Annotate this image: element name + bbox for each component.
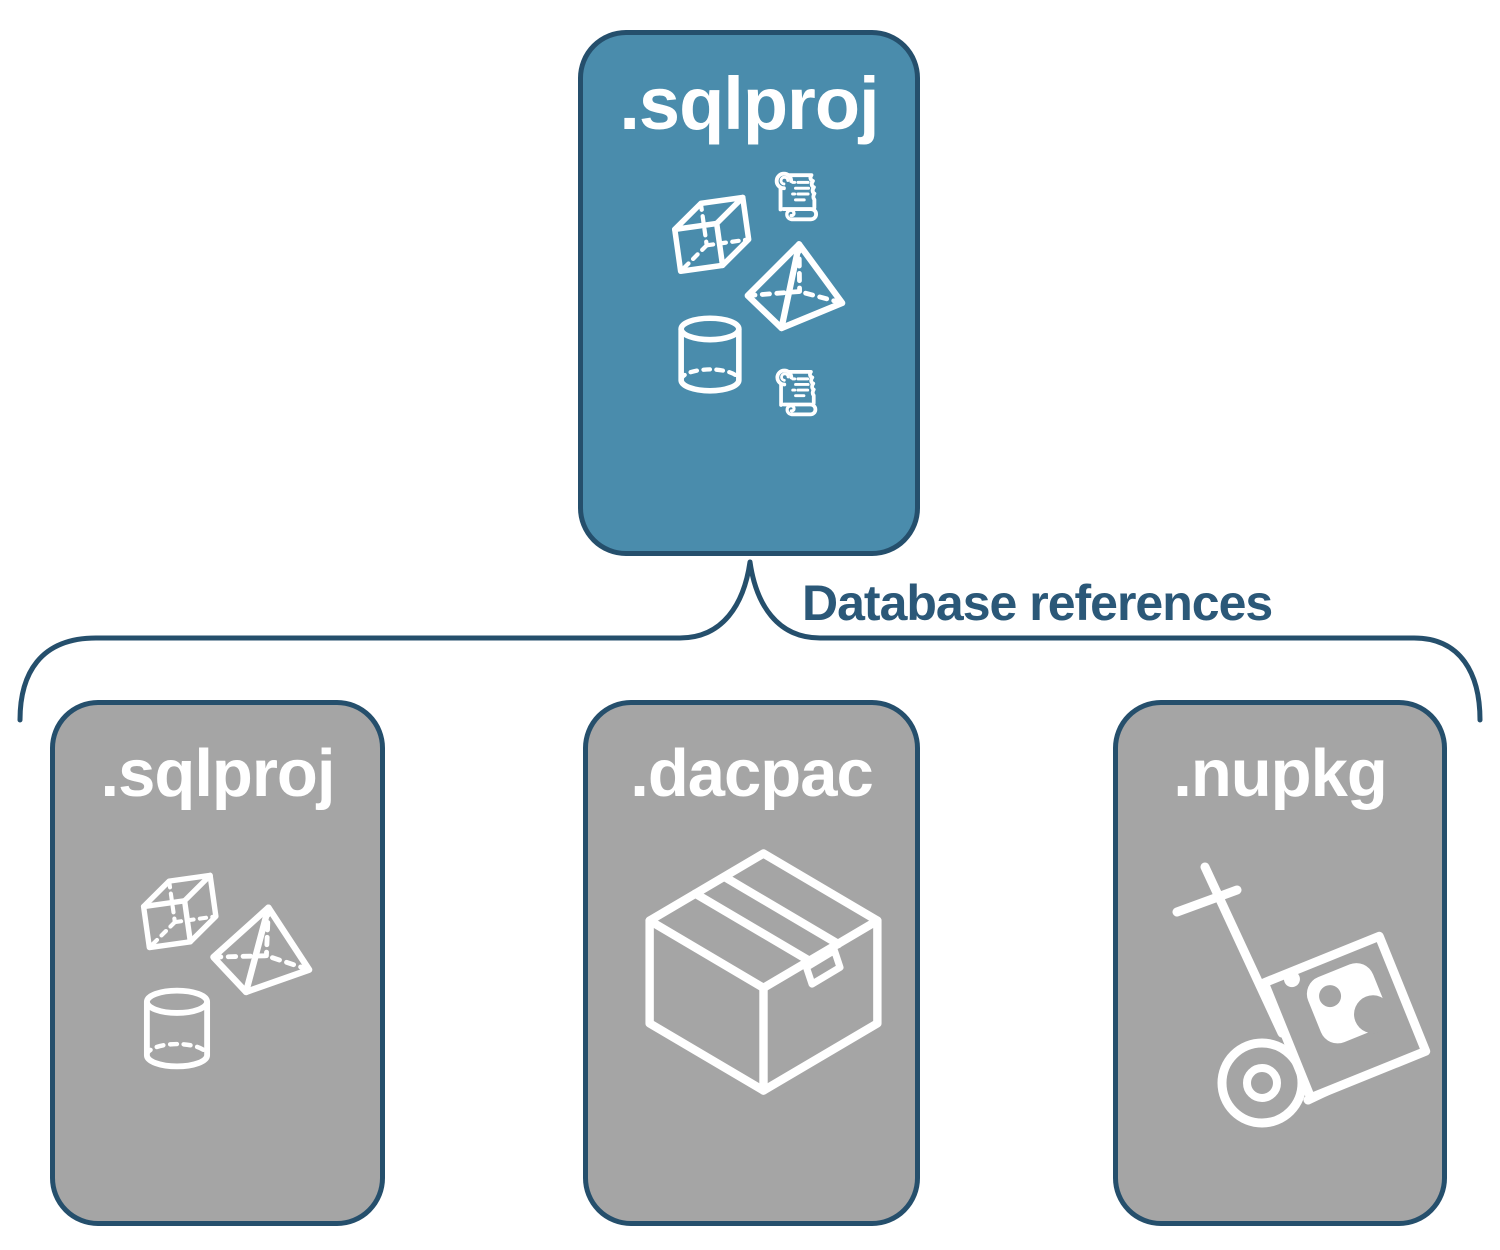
sqlproj-reference-box: .sqlproj	[50, 700, 385, 1226]
cylinder-icon	[678, 315, 742, 394]
handtruck-icon	[1172, 862, 1431, 1128]
sqlproj-reference-label: .sqlproj	[100, 736, 336, 811]
nupkg-reference-label: .nupkg	[1173, 736, 1388, 811]
pyramid-icon	[210, 904, 313, 996]
sqlproj-source-box: .sqlproj	[578, 30, 920, 556]
scroll-icon	[774, 171, 818, 222]
nupkg-reference-box: .nupkg	[1113, 700, 1447, 1226]
pyramid-icon	[744, 241, 846, 332]
cylinder-icon	[143, 987, 211, 1070]
sqlproj-source-label: .sqlproj	[619, 62, 879, 145]
dacpac-reference-label: .dacpac	[630, 736, 874, 811]
cube-icon	[672, 194, 752, 275]
cube-icon	[140, 872, 219, 951]
scroll-icon	[775, 368, 818, 417]
connector-heading: Database references	[802, 575, 1273, 631]
dacpac-reference-box: .dacpac	[583, 700, 920, 1226]
package-icon	[645, 849, 882, 1095]
